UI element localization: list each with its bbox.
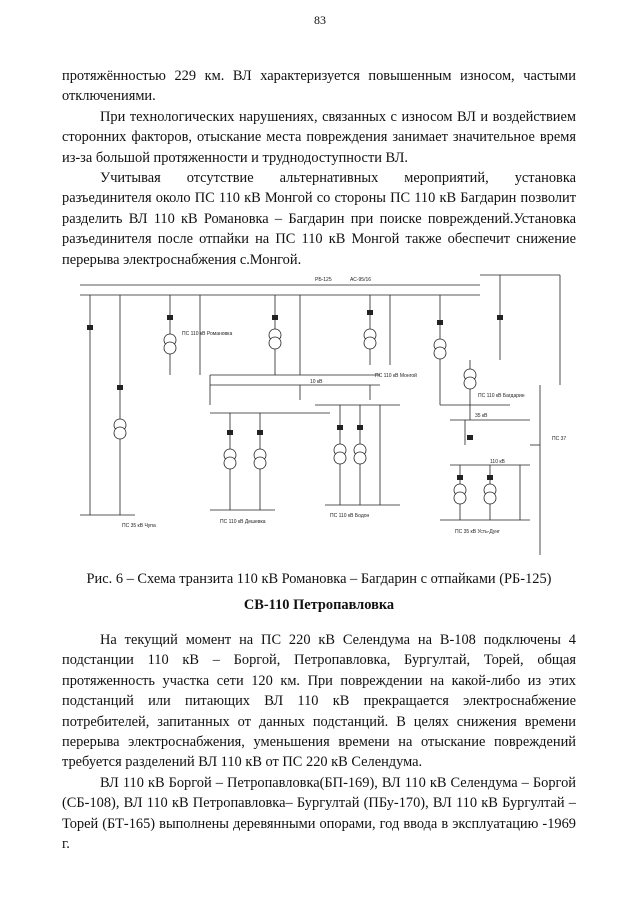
label-bottom-mid: ПС 110 кВ Бодон (330, 513, 370, 519)
label-10kv: 10 кВ (310, 379, 323, 385)
figure-caption: Рис. 6 – Схема транзита 110 кВ Романовка… (86, 571, 552, 587)
label-35kv: 35 кВ (475, 413, 488, 419)
label-chupa: ПС 35 кВ Чупа (122, 523, 156, 529)
bottom-text-block: На текущий момент на ПС 220 кВ Селендума… (62, 630, 576, 854)
label-mongoy: ПС 110 кВ Монгой (375, 372, 417, 379)
label-110kv: 110 кВ (490, 459, 506, 465)
paragraph-5: ВЛ 110 кВ Боргой – Петропавловка(БП-169)… (62, 774, 576, 853)
line-label-rb125: РБ-125 (315, 277, 332, 283)
paragraph-4: На текущий момент на ПС 220 кВ Селендума… (62, 632, 576, 771)
label-bagdarin: ПС 110 кВ Багдарин (478, 393, 525, 399)
label-bottom-left: ПС 110 кВ Дешевка (220, 519, 266, 525)
paragraph-2: При технологических нарушениях, связанны… (62, 108, 576, 166)
line-label-ac95: АС-95/16 (350, 277, 371, 283)
top-text-block: протяжённостью 229 км. ВЛ характеризуетс… (62, 66, 576, 270)
paragraph-1: протяжённостью 229 км. ВЛ характеризуетс… (62, 68, 576, 105)
label-ps37: ПС 37 (552, 436, 566, 442)
label-bottom-right: ПС 35 кВ Усть-Дунг (455, 529, 500, 535)
page-number: 83 (314, 13, 326, 27)
paragraph-3: Учитывая отсутствие альтернативных мероп… (62, 170, 576, 268)
circuit-diagram: РБ-125 АС-95/16 ПС 110 кВ Романовка ПС 1… (80, 274, 566, 555)
circuit-diagram-figure: РБ-125 АС-95/16 ПС 110 кВ Романовка ПС 1… (60, 265, 590, 560)
label-romanovka: ПС 110 кВ Романовка (182, 331, 232, 337)
section-heading: СВ-110 Петропавловка (243, 597, 395, 613)
